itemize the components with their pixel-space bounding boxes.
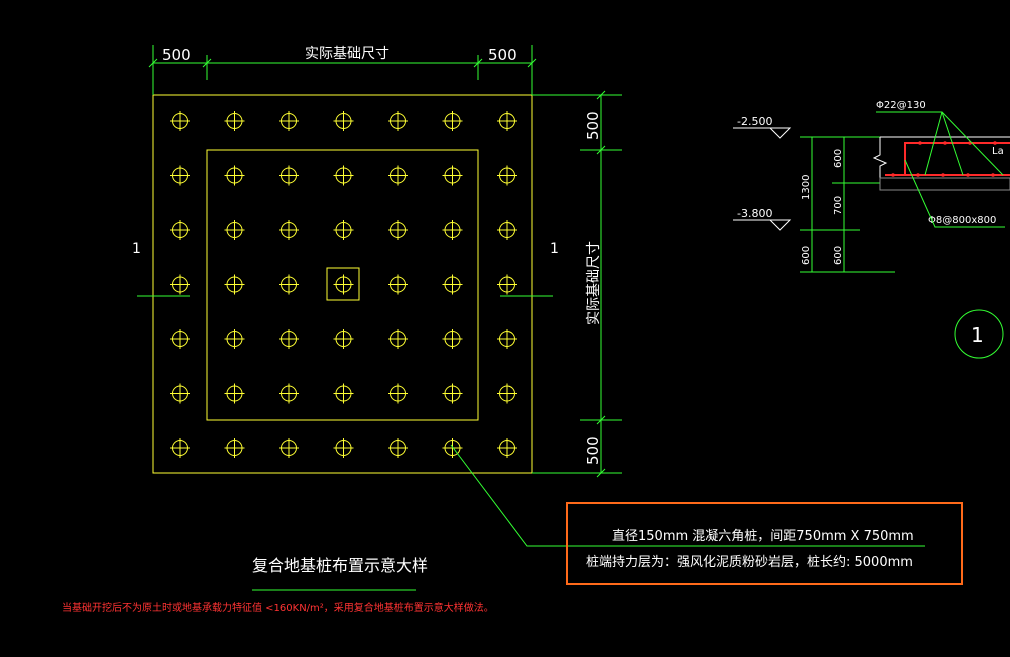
pile-symbol	[279, 329, 299, 349]
top-dimension	[148, 45, 537, 95]
rebar-stirrup-label: Φ8@800x800	[928, 215, 996, 226]
dim-right-mid: 实际基础尺寸	[585, 241, 602, 325]
center-pile-highlight	[326, 267, 360, 301]
elev-mid: -3.800	[737, 207, 772, 220]
rebar-lines	[885, 142, 1010, 176]
rebar-top-leader-2	[941, 111, 964, 176]
section-dimensions	[800, 136, 895, 273]
slab-hatch	[879, 177, 1010, 191]
dim-right-top: 500	[584, 111, 602, 140]
dim-600-a: 600	[833, 149, 844, 168]
rebar-top-label: Φ22@130	[876, 100, 926, 111]
pile-symbol	[333, 438, 354, 458]
dim-600-c: 600	[833, 246, 844, 265]
pile-symbol	[333, 383, 354, 404]
pile-symbol	[442, 383, 463, 404]
section-mark-left: 1	[132, 241, 141, 257]
section-number-circle	[954, 309, 1004, 359]
dim-top-mid: 实际基础尺寸	[305, 45, 389, 62]
pile-symbol	[442, 438, 463, 458]
pile-symbol	[279, 274, 299, 295]
note-text: 当基础开挖后不为原土时或地基承载力特征值 <160KN/m²，采用复合地基桩布置…	[62, 601, 494, 614]
pile-symbol	[279, 220, 299, 240]
dim-600-b: 600	[801, 246, 812, 265]
pile-symbol	[497, 274, 517, 295]
pile-symbol	[442, 220, 463, 240]
pile-symbol	[388, 383, 408, 404]
pile-plan-view: 1 1 500 实际基础尺寸 500 500	[132, 45, 925, 591]
pile-symbol	[170, 438, 190, 458]
right-dimension	[532, 90, 622, 478]
pile-symbol	[333, 165, 354, 186]
pile-symbol	[442, 274, 463, 295]
pile-symbol	[170, 329, 190, 349]
pile-symbol	[442, 165, 463, 186]
pile-symbol	[170, 111, 190, 131]
pile-symbol	[170, 165, 190, 186]
pile-grid	[170, 111, 517, 458]
pile-symbol	[442, 111, 463, 131]
pile-symbol	[388, 220, 408, 240]
pile-symbol	[170, 220, 190, 240]
pile-symbol	[388, 274, 408, 295]
pile-symbol	[224, 220, 245, 240]
pile-symbol	[388, 329, 408, 349]
pile-symbol	[224, 438, 245, 458]
pile-symbol	[497, 383, 517, 404]
pile-symbol	[333, 274, 354, 295]
pile-symbol	[333, 329, 354, 349]
section-mark-right: 1	[550, 241, 559, 257]
pile-symbol	[279, 383, 299, 404]
pile-symbol	[224, 274, 245, 295]
dim-total: 1300	[801, 175, 812, 200]
pile-symbol	[388, 111, 408, 131]
callout-line1: 直径150mm 混凝六角桩，间距750mm X 750mm	[612, 528, 914, 544]
pile-symbol	[497, 111, 517, 131]
pile-symbol	[279, 111, 299, 131]
pile-symbol	[497, 438, 517, 458]
pile-symbol	[442, 329, 463, 349]
foundation-outer-outline	[152, 94, 533, 474]
callout-line2: 桩端持力层为：强风化泥质粉砂岩层，桩长约: 5000mm	[586, 555, 913, 570]
pile-symbol	[279, 438, 299, 458]
dim-top-right: 500	[488, 46, 517, 64]
slab-break-line	[872, 137, 888, 190]
pile-symbol	[224, 383, 245, 404]
elev-top: -2.500	[737, 115, 772, 128]
foundation-inner-outline	[206, 149, 479, 421]
section-view: -2.500 -3.800 1300 600 700 600 600	[733, 100, 1010, 359]
pile-symbol	[224, 111, 245, 131]
rebar-dots	[891, 141, 997, 177]
elev-top-symbol	[733, 127, 792, 139]
callout-box	[566, 502, 963, 585]
dim-top-left: 500	[162, 46, 191, 64]
dim-right-bottom: 500	[584, 436, 602, 465]
pile-symbol	[497, 220, 517, 240]
pile-symbol	[333, 111, 354, 131]
pile-symbol	[388, 165, 408, 186]
pile-symbol	[333, 220, 354, 240]
callout-leader	[450, 444, 925, 547]
pile-symbol	[170, 274, 190, 295]
pile-symbol	[224, 165, 245, 186]
pile-symbol	[388, 438, 408, 458]
rebar-stirrup-leader	[904, 159, 1005, 228]
pile-symbol	[224, 329, 245, 349]
pile-spec-callout: 直径150mm 混凝六角桩，间距750mm X 750mm 桩端持力层为：强风化…	[566, 502, 963, 585]
pile-symbol	[497, 329, 517, 349]
la-label: La	[992, 146, 1004, 157]
rebar-top-leader-3	[924, 111, 943, 176]
plan-title: 复合地基桩布置示意大样	[252, 556, 428, 575]
section-number: 1	[971, 323, 984, 347]
dim-700: 700	[833, 196, 844, 215]
pile-symbol	[497, 165, 517, 186]
pile-symbol	[170, 383, 190, 404]
pile-symbol	[279, 165, 299, 186]
elev-mid-symbol	[733, 219, 792, 231]
